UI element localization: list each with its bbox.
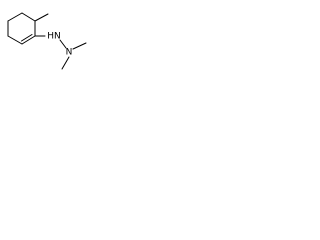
chemical-structure-diagram: HN N <box>7 12 87 70</box>
n-methyl-right-bond <box>72 42 87 50</box>
methyl-bond <box>34 13 49 22</box>
n-methyl-down-bond <box>61 56 70 70</box>
nh-to-n-bond <box>59 39 67 49</box>
ring-bond-bottom <box>7 35 23 45</box>
ring-bond-right-lower <box>21 35 36 45</box>
ring-bond-top <box>21 12 36 22</box>
n-atom-label: N <box>66 48 73 58</box>
ring-double-bond-inner <box>21 34 33 42</box>
nh-atom-label: HN <box>47 32 61 42</box>
ring-bond-left-upper <box>7 12 23 22</box>
cyclohexene-ring <box>7 12 36 45</box>
